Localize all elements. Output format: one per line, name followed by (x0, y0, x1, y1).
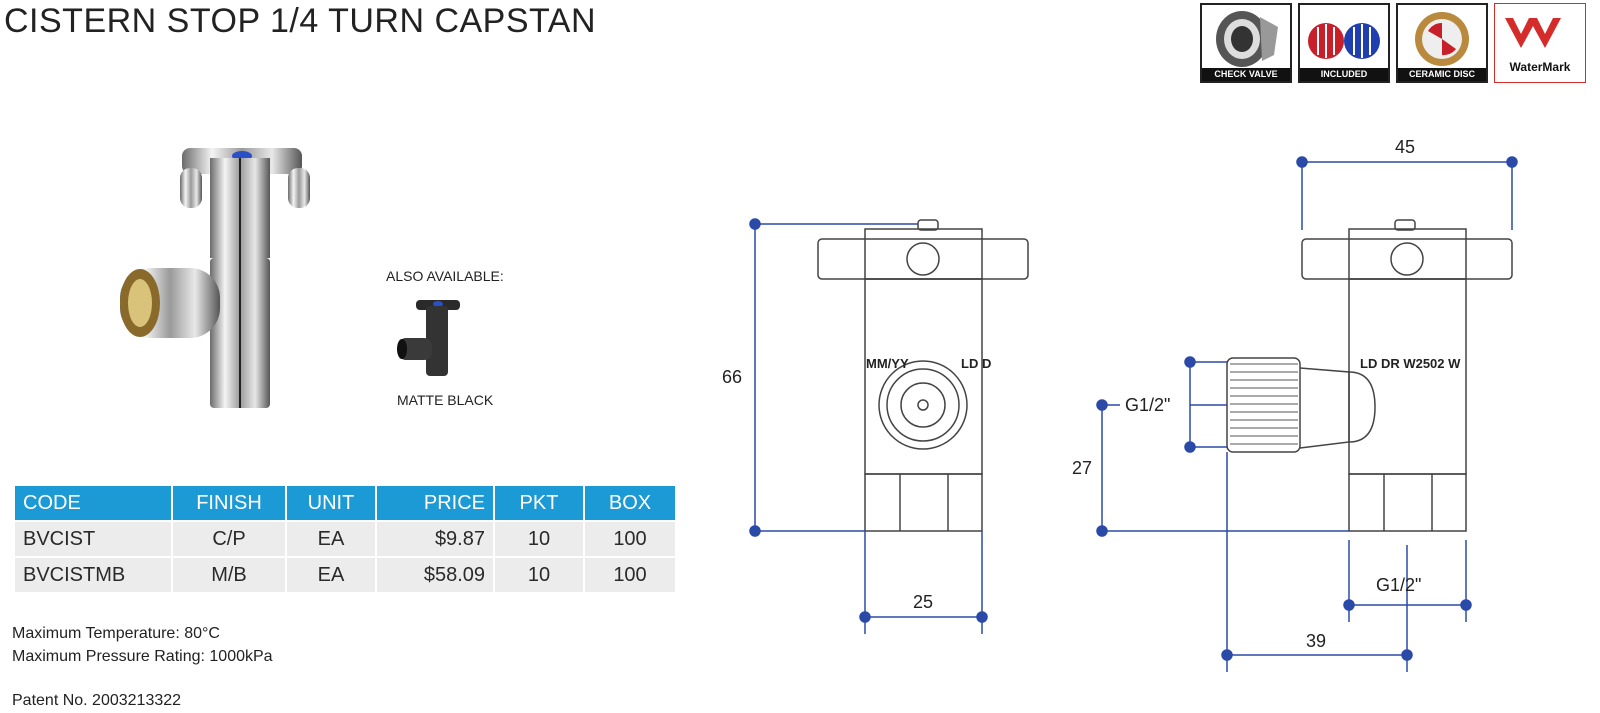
marking-front-left: MM/YY (866, 356, 909, 371)
included-badge: INCLUDED (1298, 3, 1390, 83)
col-code: CODE (15, 486, 171, 520)
cell-pkt: 10 (495, 558, 583, 592)
dim-width-front: 25 (913, 592, 934, 612)
chrome-valve-image (120, 148, 310, 408)
also-available-label: ALSO AVAILABLE: (386, 268, 504, 284)
dim-height: 66 (722, 367, 743, 387)
patent-number: Patent No. 2003213322 (12, 692, 182, 709)
watermark-logo-icon (1505, 18, 1561, 48)
cell-unit: EA (287, 558, 375, 592)
col-pkt: PKT (495, 486, 583, 520)
cell-box: 100 (585, 558, 675, 592)
dim-thread-inlet: G1/2" (1125, 395, 1171, 415)
side-view (1226, 219, 1513, 532)
cell-code: BVCISTMB (15, 558, 171, 592)
cell-finish: C/P (173, 522, 285, 556)
table-header-row: CODE FINISH UNIT PRICE PKT BOX (15, 486, 675, 520)
check-valve-icon (1216, 11, 1278, 67)
col-unit: UNIT (287, 486, 375, 520)
marking-side: LD DR W2502 W (1360, 356, 1461, 371)
page-title: CISTERN STOP 1/4 TURN CAPSTAN (4, 2, 597, 40)
front-view (817, 219, 1029, 532)
ceramic-disc-badge: CERAMIC DISC (1396, 3, 1488, 83)
dim-depth: 39 (1306, 631, 1327, 651)
dim-width-top: 45 (1395, 137, 1416, 157)
ceramic-disc-icon (1415, 12, 1469, 66)
check-valve-label: CHECK VALVE (1202, 68, 1290, 81)
cell-price: $9.87 (377, 522, 493, 556)
thread-lines (1230, 363, 1298, 445)
cell-price: $58.09 (377, 558, 493, 592)
matte-black-label: MATTE BLACK (397, 392, 494, 408)
cell-code: BVCIST (15, 522, 171, 556)
dim-thread-outlet: G1/2" (1376, 575, 1422, 595)
col-box: BOX (585, 486, 675, 520)
included-label: INCLUDED (1300, 68, 1388, 81)
feature-badges: CHECK VALVE INCLUDED CERAMIC DISC WaterM… (1200, 3, 1586, 83)
matte-black-valve-image (397, 300, 460, 376)
cell-unit: EA (287, 522, 375, 556)
dimension-lines (749, 156, 1518, 672)
table-row: BVCIST C/P EA $9.87 10 100 (15, 522, 675, 556)
check-valve-badge: CHECK VALVE (1200, 3, 1292, 83)
price-table: CODE FINISH UNIT PRICE PKT BOX BVCIST C/… (13, 484, 677, 594)
max-pressure: Maximum Pressure Rating: 1000kPa (12, 648, 273, 665)
table-row: BVCISTMB M/B EA $58.09 10 100 (15, 558, 675, 592)
watermark-badge: WaterMark (1494, 3, 1586, 83)
cell-finish: M/B (173, 558, 285, 592)
col-finish: FINISH (173, 486, 285, 520)
red-blue-indices-icon (1308, 23, 1380, 59)
specifications: Maximum Temperature: 80°C Maximum Pressu… (12, 622, 273, 668)
marking-front-right: LD D (961, 356, 991, 371)
ceramic-disc-label: CERAMIC DISC (1398, 68, 1486, 81)
watermark-label: WaterMark (1509, 60, 1571, 74)
max-temperature: Maximum Temperature: 80°C (12, 625, 220, 642)
col-price: PRICE (377, 486, 493, 520)
cell-pkt: 10 (495, 522, 583, 556)
dim-inlet-height: 27 (1072, 458, 1093, 478)
cell-box: 100 (585, 522, 675, 556)
